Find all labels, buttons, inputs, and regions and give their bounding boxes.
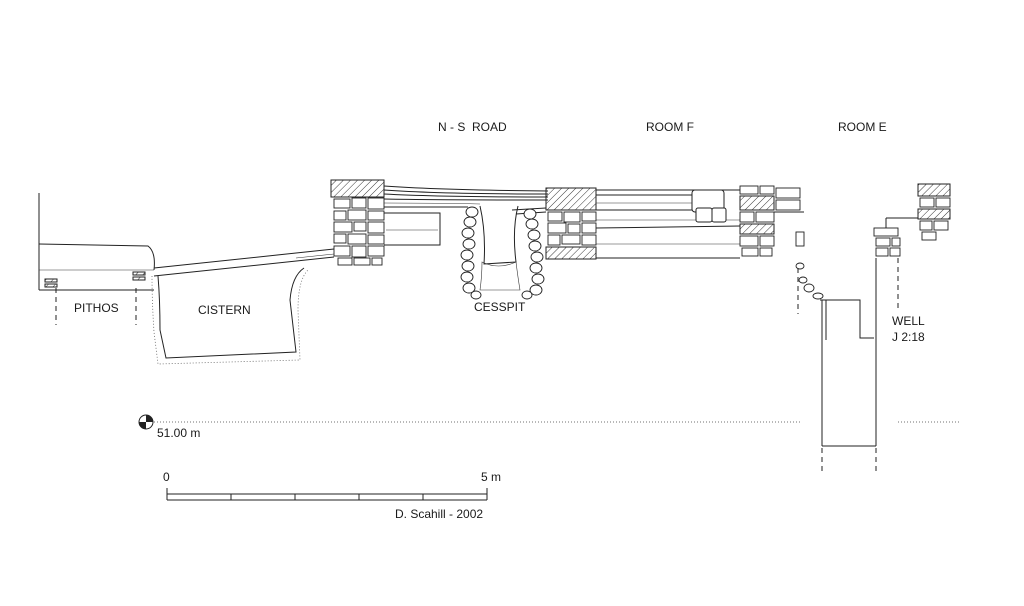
- well-shaft: [820, 258, 877, 474]
- label-room-f: ROOM F: [646, 120, 694, 134]
- wall-west-of-road: [330, 179, 385, 266]
- left-terrace: [38, 193, 155, 325]
- scale-start-label: 0: [163, 470, 170, 484]
- label-cesspit: CESSPIT: [474, 300, 526, 314]
- scale-bar: [166, 488, 488, 501]
- label-well-id: J 2:18: [892, 330, 925, 344]
- label-pithos: PITHOS: [74, 301, 119, 315]
- cesspit: [460, 205, 545, 300]
- label-room-e: ROOM E: [838, 120, 887, 134]
- ground-surface: [153, 248, 335, 277]
- room-e-wall: [873, 183, 951, 312]
- label-cistern: CISTERN: [198, 303, 251, 317]
- label-well: WELL: [892, 314, 925, 328]
- datum-elevation: 51.00 m: [157, 426, 200, 440]
- room-f-floors: [595, 189, 741, 259]
- datum-line: [138, 414, 960, 430]
- cistern: [151, 267, 309, 365]
- wall-room-f-e: [739, 185, 824, 314]
- credit: D. Scahill - 2002: [395, 507, 483, 521]
- label-ns-road: N - S ROAD: [438, 120, 507, 134]
- scale-end-label: 5 m: [481, 470, 501, 484]
- wall-east-of-road: [545, 187, 597, 260]
